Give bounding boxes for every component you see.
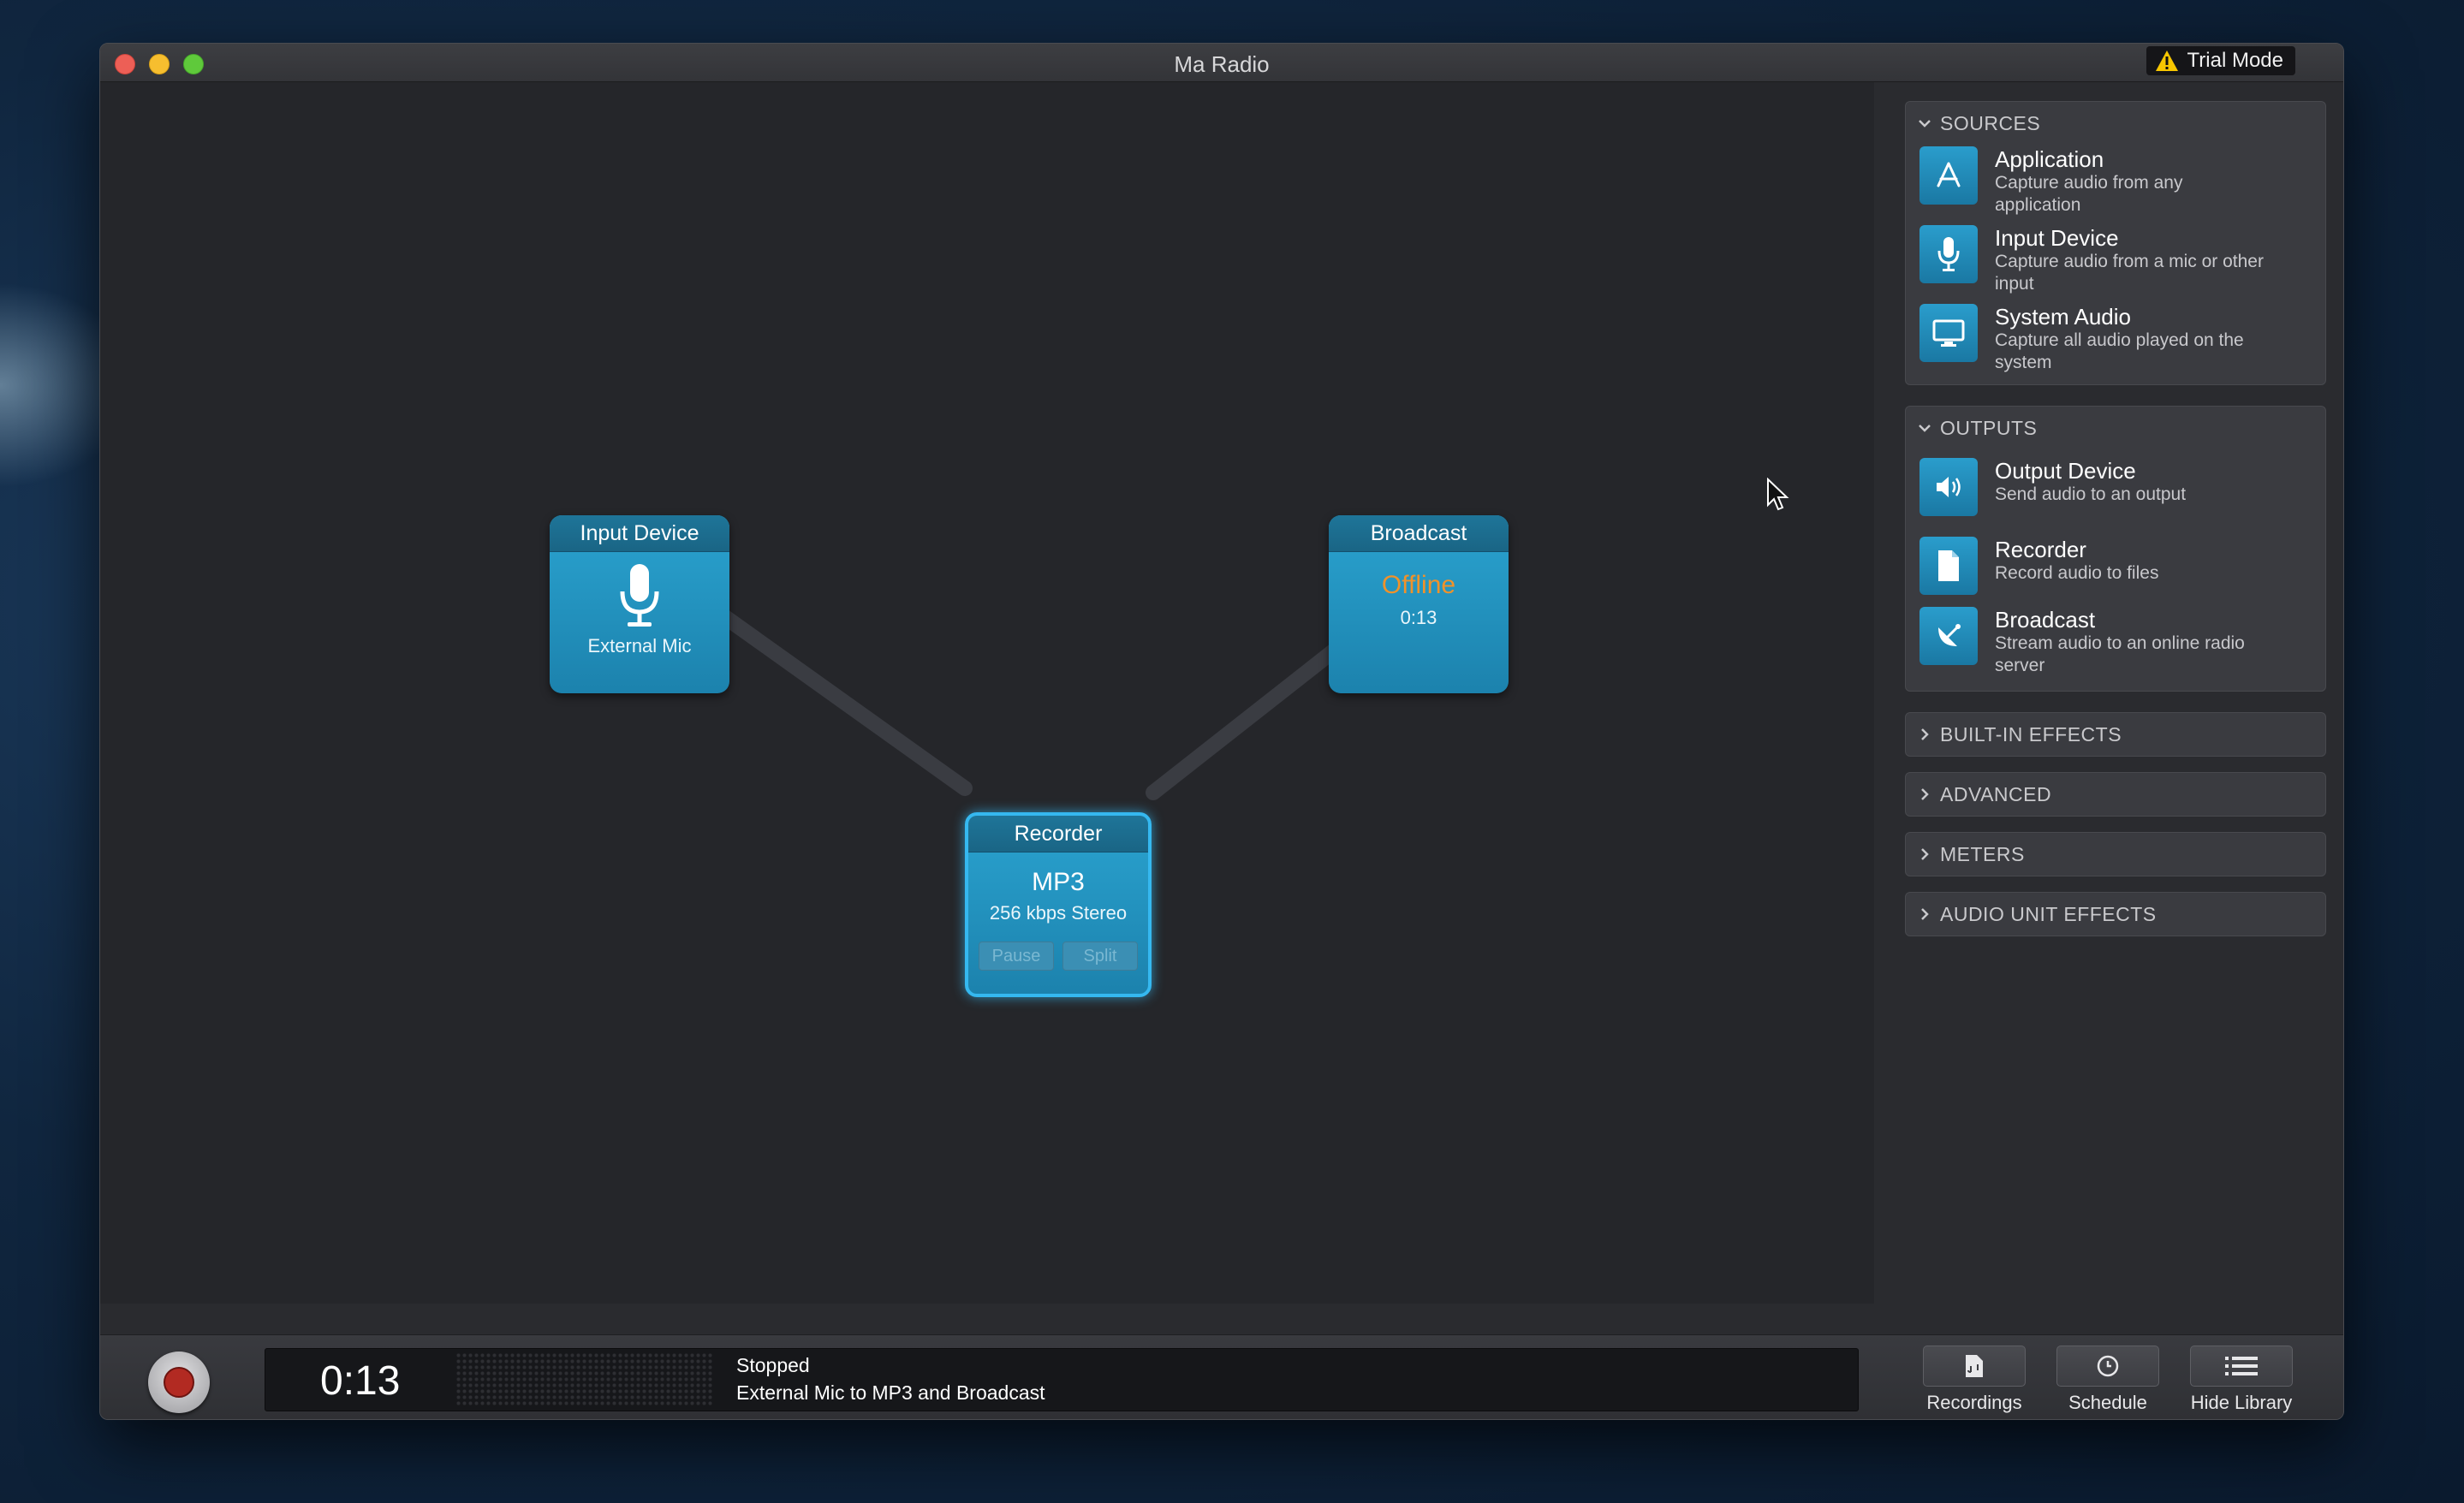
window-title: Ma Radio (1174, 51, 1270, 77)
elapsed-time: 0:13 (320, 1358, 401, 1404)
trial-mode-badge[interactable]: Trial Mode (2146, 46, 2295, 75)
record-button[interactable] (148, 1352, 210, 1413)
outputs-header-label: OUTPUTS (1940, 416, 2038, 439)
recorder-quality: 256 kbps Stereo (989, 902, 1128, 924)
node-subtitle: External Mic (587, 635, 692, 656)
node-title: Recorder (968, 816, 1148, 852)
source-item-input-device[interactable]: Input Device Capture audio from a mic or… (1919, 225, 2317, 300)
output-item-output-device[interactable]: Output Device Send audio to an output (1919, 458, 2317, 533)
signal-flow-canvas[interactable]: Input Device External Mic Broadcast Offl… (100, 82, 1874, 1304)
item-title: Application (1995, 146, 2104, 172)
app-store-icon (1919, 146, 1978, 205)
recorder-format: MP3 (1032, 868, 1085, 896)
transport-bar: 0:13 Stopped External Mic to MP3 and Bro… (100, 1334, 2343, 1419)
session-description: External Mic to MP3 and Broadcast (736, 1381, 1045, 1404)
hide-library-button[interactable]: Hide Library (2190, 1346, 2293, 1414)
item-description: Stream audio to an online radio server (1995, 633, 2245, 675)
microphone-icon (1919, 225, 1978, 283)
recordings-label: Recordings (1926, 1392, 2022, 1413)
list-icon (2225, 1357, 2258, 1375)
satellite-dish-icon (1919, 607, 1978, 665)
chevron-down-icon (1919, 120, 1931, 128)
warning-icon (2155, 50, 2179, 72)
outputs-header[interactable]: OUTPUTS (1906, 407, 2325, 449)
item-title: Recorder (1995, 537, 2086, 562)
panel-label: ADVANCED (1940, 782, 2052, 805)
chevron-right-icon (1921, 908, 1929, 920)
minimize-window-button[interactable] (149, 54, 170, 74)
node-title: Input Device (550, 515, 729, 552)
recording-status: Stopped (736, 1354, 810, 1376)
output-item-recorder[interactable]: Recorder Record audio to files (1919, 537, 2317, 612)
broadcast-time: 0:13 (1400, 607, 1437, 628)
connection-wires (717, 609, 1341, 800)
app-window: Ma Radio Trial Mode Input Device (99, 43, 2344, 1420)
broadcast-status: Offline (1381, 571, 1456, 599)
chevron-right-icon (1921, 848, 1929, 860)
sources-header-label: SOURCES (1940, 111, 2041, 134)
schedule-label: Schedule (2068, 1392, 2147, 1413)
outputs-panel: OUTPUTS Output Device Send audio to an o… (1905, 406, 2326, 692)
recorder-node[interactable]: Recorder MP3 256 kbps Stereo Pause Split (965, 812, 1152, 997)
pause-button[interactable]: Pause (979, 942, 1054, 971)
sources-header[interactable]: SOURCES (1906, 102, 2325, 145)
chevron-right-icon (1921, 728, 1929, 740)
microphone-icon (550, 552, 729, 635)
panel-label: BUILT-IN EFFECTS (1940, 722, 2122, 746)
close-window-button[interactable] (115, 54, 135, 74)
schedule-button[interactable]: Schedule (2056, 1346, 2159, 1414)
audio-unit-effects-panel[interactable]: AUDIO UNIT EFFECTS (1905, 892, 2326, 936)
mouse-cursor-icon (1766, 477, 1790, 516)
level-meter (455, 1352, 712, 1407)
sources-panel: SOURCES Application Capture audio from a… (1905, 101, 2326, 385)
wire-recorder-to-broadcast (1146, 644, 1341, 800)
library-sidebar: SOURCES Application Capture audio from a… (1874, 82, 2343, 1304)
item-description: Capture audio from a mic or other input (1995, 252, 2264, 294)
recordings-icon (1966, 1355, 1983, 1377)
chevron-right-icon (1921, 788, 1929, 800)
chevron-down-icon (1919, 425, 1931, 432)
speaker-icon (1919, 458, 1978, 516)
trial-mode-label: Trial Mode (2187, 49, 2283, 72)
item-description: Send audio to an output (1995, 484, 2187, 504)
record-dot-icon (164, 1367, 194, 1398)
panel-label: METERS (1940, 842, 2025, 865)
panel-label: AUDIO UNIT EFFECTS (1940, 902, 2157, 925)
item-description: Capture audio from any application (1995, 173, 2183, 215)
wire-input-to-recorder (717, 609, 973, 796)
maximize-window-button[interactable] (183, 54, 204, 74)
recordings-button[interactable]: Recordings (1923, 1346, 2026, 1414)
item-title: Broadcast (1995, 607, 2096, 633)
document-icon (1919, 537, 1978, 595)
item-description: Capture all audio played on the system (1995, 330, 2244, 372)
item-title: Input Device (1995, 225, 2119, 251)
source-item-application[interactable]: Application Capture audio from any appli… (1919, 146, 2317, 222)
built-in-effects-panel[interactable]: BUILT-IN EFFECTS (1905, 712, 2326, 757)
titlebar: Ma Radio Trial Mode (100, 44, 2343, 82)
item-description: Record audio to files (1995, 563, 2159, 583)
input-device-node[interactable]: Input Device External Mic (550, 515, 729, 693)
output-item-broadcast[interactable]: Broadcast Stream audio to an online radi… (1919, 607, 2317, 682)
item-title: System Audio (1995, 304, 2131, 330)
broadcast-node[interactable]: Broadcast Offline 0:13 (1329, 515, 1509, 693)
item-title: Output Device (1995, 458, 2136, 484)
status-display: 0:13 Stopped External Mic to MP3 and Bro… (265, 1348, 1859, 1411)
split-button[interactable]: Split (1062, 942, 1138, 971)
clock-icon (2097, 1355, 2119, 1377)
advanced-panel[interactable]: ADVANCED (1905, 772, 2326, 817)
hide-library-label: Hide Library (2190, 1392, 2293, 1413)
monitor-icon (1919, 304, 1978, 362)
node-title: Broadcast (1329, 515, 1509, 552)
source-item-system-audio[interactable]: System Audio Capture all audio played on… (1919, 304, 2317, 379)
meters-panel[interactable]: METERS (1905, 832, 2326, 876)
